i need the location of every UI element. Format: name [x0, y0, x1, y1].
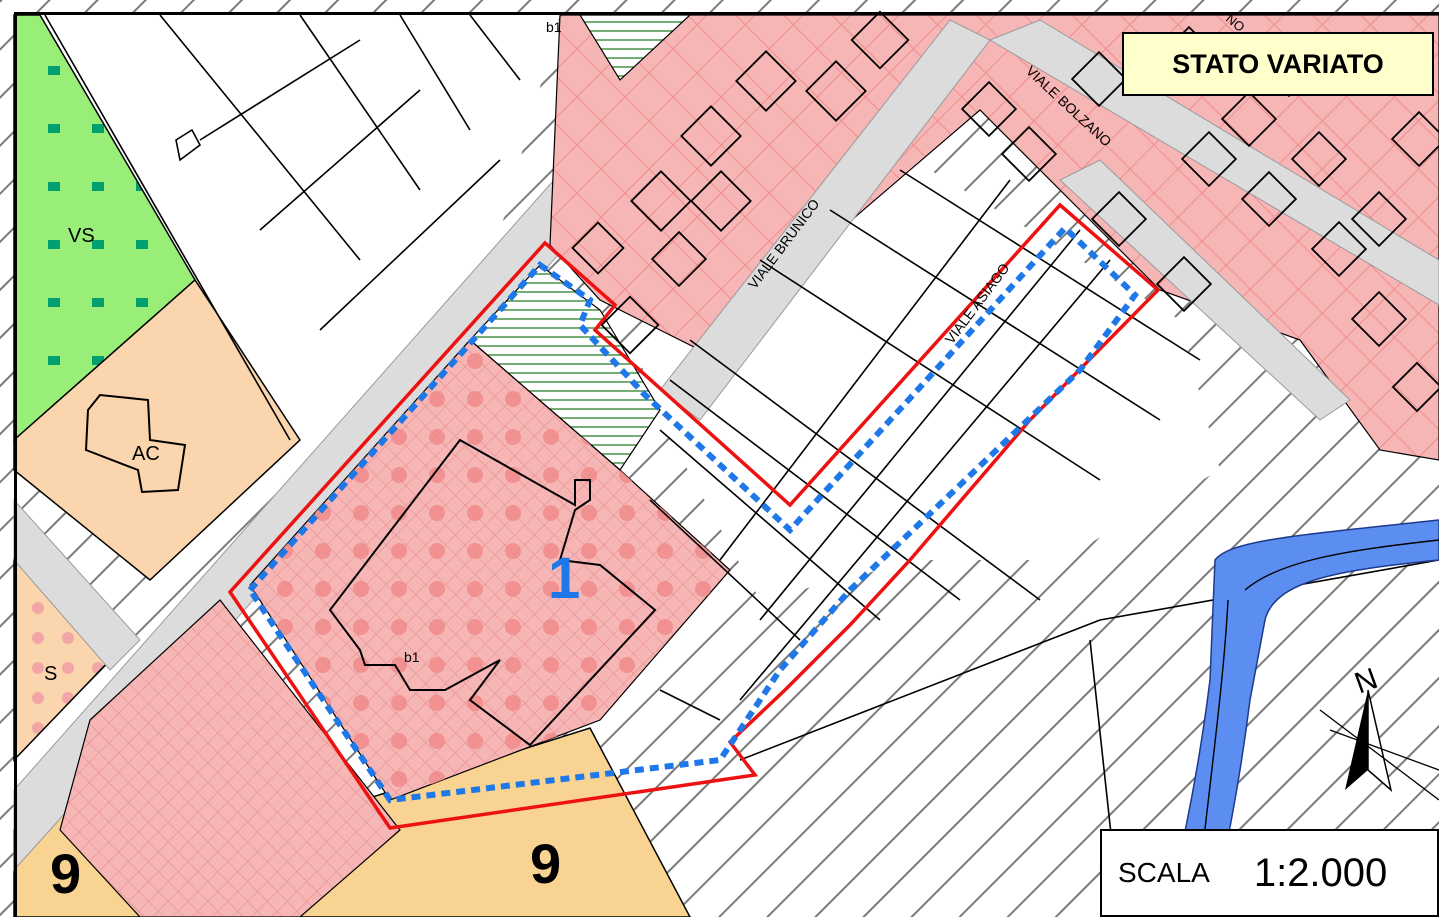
- building-outline: [328, 438, 657, 747]
- scale-label: SCALA: [1118, 857, 1210, 888]
- building-small-north: [175, 128, 202, 162]
- parcel-lines: [44, 14, 1439, 918]
- zone-label-9-right: 9: [530, 832, 561, 895]
- map-title: STATO VARIATO: [1122, 32, 1434, 96]
- green-hatched-strip-top: [578, 14, 692, 81]
- north-arrow: [1319, 689, 1439, 801]
- river-bank-line: [1244, 539, 1439, 591]
- zone-label-s: S: [44, 663, 57, 685]
- zone-label-vs: VS: [68, 225, 95, 247]
- residential-houses: [571, 10, 1439, 413]
- scale-value: 1:2.000: [1253, 850, 1388, 895]
- building-ac: [84, 393, 187, 494]
- zone-label-9-left: 9: [50, 842, 81, 905]
- area-number: 1: [548, 546, 580, 611]
- map-title-text: STATO VARIATO: [1172, 48, 1384, 79]
- zone-label-ac: AC: [132, 443, 160, 465]
- road-viale-brunico: [659, 19, 991, 421]
- zone-label-b1-top: b1: [546, 19, 562, 35]
- boundary-blue-dotted: [246, 223, 1139, 804]
- zone-label-b1-main: b1: [404, 649, 420, 665]
- scale-box: SCALA 1:2.000: [1100, 829, 1439, 917]
